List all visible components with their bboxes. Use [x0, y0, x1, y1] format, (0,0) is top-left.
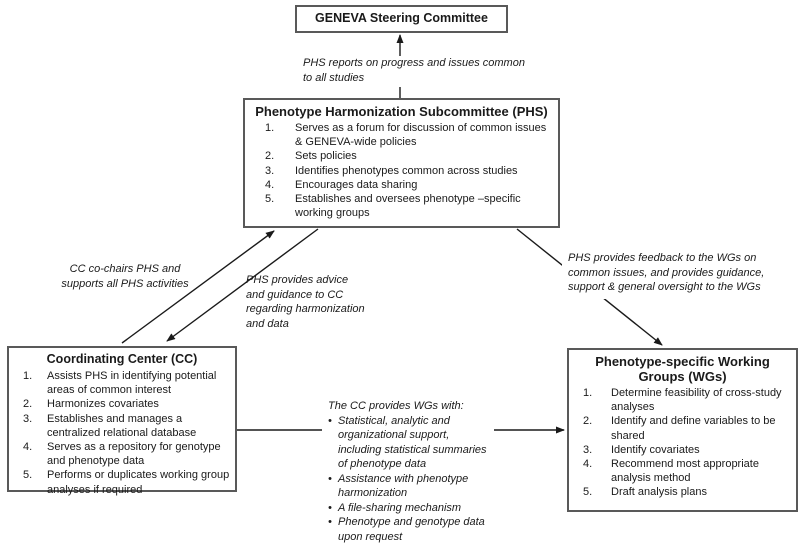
- phs-item-number: 5.: [265, 193, 275, 206]
- cc-item-text: Harmonizes covariates: [47, 398, 159, 411]
- phs-item-number: 2.: [265, 150, 275, 163]
- phs-item: 3. Identifies phenotypes common across s…: [245, 164, 558, 178]
- cc-item-number: 4.: [23, 441, 33, 454]
- wgs-item: 1. Determine feasibility of cross-study …: [569, 386, 796, 414]
- cc-item: 2. Harmonizes covariates: [9, 397, 235, 411]
- cc-item-number: 1.: [23, 370, 33, 382]
- cc-item: 1. Assists PHS in identifying potential …: [9, 369, 235, 397]
- label-cc-to-phs: CC co-chairs PHS and supports all PHS ac…: [61, 263, 189, 290]
- wgs-item-text: Recommend most appropriate analysis meth…: [611, 458, 759, 485]
- wgs-item-text: Identify covariates: [611, 443, 700, 456]
- box-phenotype-harmonization-subcommittee: Phenotype Harmonization Subcommittee (PH…: [243, 98, 560, 228]
- box-geneva-steering-committee: GENEVA Steering Committee: [295, 5, 508, 33]
- cc-item: 5. Performs or duplicates working group …: [9, 468, 235, 496]
- wgs-item-text: Identify and define variables to be shar…: [611, 415, 776, 442]
- label-phs-to-cc: PHS provides advice and guidance to CC r…: [246, 274, 365, 330]
- phs-item: 2. Sets policies: [245, 149, 558, 163]
- cc-to-wgs-bullet: • Phenotype and genotype data upon reque…: [328, 515, 494, 544]
- wgs-item-number: 2.: [583, 415, 593, 428]
- cc-item-text: Assists PHS in identifying potential are…: [47, 370, 217, 397]
- phs-item-text: Establishes and oversees phenotype –spec…: [295, 193, 521, 220]
- label-phs-to-steering: PHS reports on progress and issues commo…: [303, 56, 525, 87]
- bullet-icon: •: [328, 414, 332, 427]
- cc-to-wgs-bullet-text: Phenotype and genotype data upon request: [338, 516, 485, 543]
- phs-box-title: Phenotype Harmonization Subcommittee (PH…: [255, 104, 548, 119]
- cc-item-number: 2.: [23, 398, 33, 411]
- phs-item-number: 1.: [265, 122, 275, 134]
- cc-item-number: 5.: [23, 469, 33, 482]
- phs-item-text: Serves as a forum for discussion of comm…: [295, 122, 547, 149]
- wgs-item-number: 3.: [583, 443, 593, 456]
- cc-to-wgs-bullet-text: Statistical, analytic and organizational…: [338, 414, 487, 471]
- cc-to-wgs-bullet: • Assistance with phenotype harmonizatio…: [328, 472, 494, 501]
- wgs-item: 4. Recommend most appropriate analysis m…: [569, 457, 796, 485]
- geneva-box-title: GENEVA Steering Committee: [315, 11, 488, 25]
- cc-item: 3. Establishes and manages a centralized…: [9, 412, 235, 440]
- wgs-item-number: 5.: [583, 486, 593, 499]
- cc-item-text: Serves as a repository for genotype and …: [47, 441, 221, 468]
- phs-item: 5. Establishes and oversees phenotype –s…: [245, 192, 558, 220]
- phs-item-number: 3.: [265, 164, 275, 177]
- wgs-item-text: Determine feasibility of cross-study ana…: [611, 387, 782, 414]
- phs-item: 1. Serves as a forum for discussion of c…: [245, 121, 558, 149]
- cc-to-wgs-bullet-text: A file-sharing mechanism: [338, 501, 462, 514]
- cc-item-text: Performs or duplicates working group ana…: [47, 469, 230, 496]
- phs-item-number: 4.: [265, 178, 275, 191]
- bullet-icon: •: [328, 516, 332, 528]
- phs-item-text: Encourages data sharing: [295, 178, 418, 191]
- wgs-box-title: Phenotype-specific Working Groups (WGs): [595, 354, 770, 384]
- box-coordinating-center: Coordinating Center (CC) 1. Assists PHS …: [7, 346, 237, 496]
- wgs-item: 3. Identify covariates: [569, 443, 796, 457]
- bullet-icon: •: [328, 472, 332, 485]
- cc-to-wgs-intro: The CC provides WGs with:: [328, 400, 464, 412]
- wgs-item-number: 1.: [583, 387, 593, 399]
- cc-item-number: 3.: [23, 412, 33, 425]
- wgs-item-number: 4.: [583, 458, 593, 471]
- phs-item-text: Sets policies: [295, 150, 357, 163]
- label-phs-to-wgs: PHS provides feedback to the WGs on comm…: [562, 251, 798, 299]
- label-cc-to-wgs: The CC provides WGs with: • Statistical,…: [322, 396, 494, 544]
- bullet-icon: •: [328, 501, 332, 514]
- cc-box-title: Coordinating Center (CC): [46, 352, 198, 366]
- cc-to-wgs-bullet: • Statistical, analytic and organization…: [328, 414, 494, 472]
- cc-item-text: Establishes and manages a centralized re…: [47, 412, 197, 439]
- wgs-item: 2. Identify and define variables to be s…: [569, 414, 796, 442]
- box-phenotype-specific-working-groups: Phenotype-specific Working Groups (WGs) …: [567, 348, 798, 512]
- phs-item: 4. Encourages data sharing: [245, 178, 558, 192]
- wgs-item: 5. Draft analysis plans: [569, 485, 796, 499]
- phs-item-text: Identifies phenotypes common across stud…: [295, 164, 518, 177]
- cc-item: 4. Serves as a repository for genotype a…: [9, 440, 235, 468]
- wgs-item-text: Draft analysis plans: [611, 486, 707, 499]
- cc-to-wgs-bullet-text: Assistance with phenotype harmonization: [338, 472, 469, 500]
- cc-to-wgs-bullet: • A file-sharing mechanism: [328, 501, 494, 516]
